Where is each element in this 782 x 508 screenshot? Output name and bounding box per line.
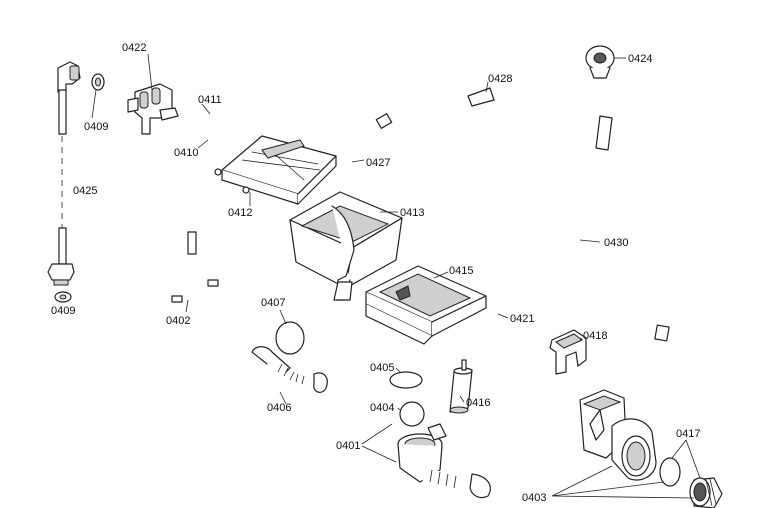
label-0422: 0422 [122, 42, 147, 54]
dispenser-lid-0412 [214, 135, 337, 205]
drain-hose-0406 [251, 346, 328, 393]
label-0404: 0404 [370, 402, 395, 414]
label-0409-bottom: 0409 [51, 305, 76, 317]
dispenser-housing-0413 [289, 191, 403, 301]
label-0417: 0417 [676, 428, 701, 440]
label-0416: 0416 [466, 397, 491, 409]
hose-0411 [194, 105, 270, 126]
hose-0428-0430 [375, 87, 670, 342]
label-0402: 0402 [166, 315, 191, 327]
label-0428: 0428 [488, 73, 513, 85]
inlet-valve-0422 [127, 83, 179, 135]
sump-hose-0401 [397, 423, 491, 499]
label-0424: 0424 [628, 53, 653, 65]
label-0415: 0415 [449, 265, 474, 277]
leader-lines [91, 53, 701, 499]
tube-0410 [178, 124, 224, 152]
clip-0418 [549, 329, 587, 375]
heater-sensor-0416 [449, 359, 473, 414]
label-0411: 0411 [198, 94, 222, 106]
float-ball-0404 [399, 401, 425, 427]
label-0407: 0407 [261, 297, 286, 309]
gasket-0417 [659, 457, 681, 487]
pressure-switch-0424 [585, 45, 615, 79]
label-0409-top: 0409 [84, 121, 109, 133]
label-0421: 0421 [510, 313, 535, 325]
gasket-0407 [275, 321, 305, 355]
label-0418: 0418 [583, 330, 608, 342]
detergent-drawer-0415 [365, 265, 487, 345]
label-0405: 0405 [370, 362, 395, 374]
label-0410: 0410 [174, 147, 199, 159]
gasket-0405 [389, 371, 423, 389]
label-0425: 0425 [73, 185, 98, 197]
label-0430: 0430 [604, 237, 629, 249]
label-0427: 0427 [366, 157, 391, 169]
drain-pump-0403 [579, 389, 657, 481]
label-0401: 0401 [336, 440, 361, 452]
label-0412: 0412 [228, 207, 253, 219]
washer-0409-top [91, 73, 105, 91]
label-0403: 0403 [522, 492, 547, 504]
siphon-0402 [171, 231, 219, 303]
inlet-hose-0425 [47, 61, 81, 286]
filter-0417 [689, 477, 723, 508]
label-0413: 0413 [400, 207, 425, 219]
label-0406: 0406 [267, 402, 292, 414]
washer-0409-bottom [54, 291, 72, 303]
pressure-tube-0421 [482, 86, 613, 336]
